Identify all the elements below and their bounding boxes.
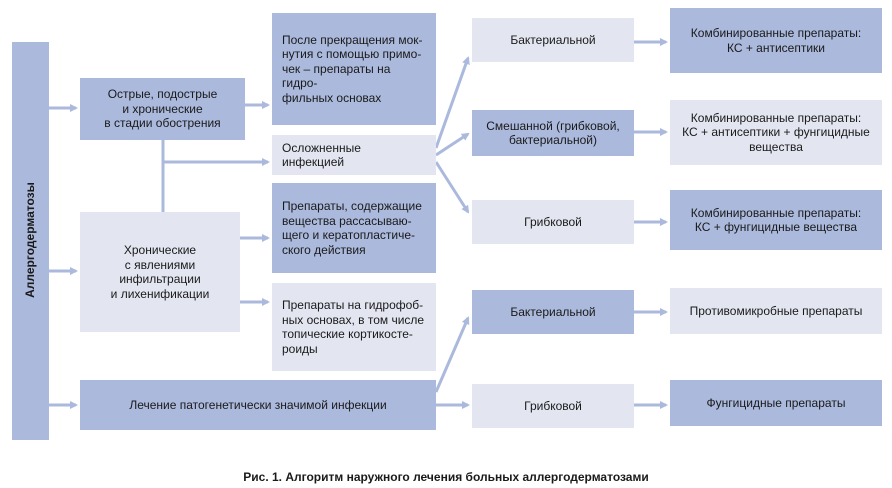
arrow-infected-fungal: [434, 161, 470, 214]
box-combo-1: Комбинированные препараты: КС + антисепт…: [670, 8, 882, 73]
box-mixed: Смешанной (грибковой, бактериальной): [472, 110, 634, 156]
box-pathogen: Лечение патогенетически значимой инфекци…: [80, 380, 436, 430]
sidebar-bar: [12, 42, 49, 440]
box-resorbing: Препараты, содержащие вещества рассасыва…: [272, 183, 436, 273]
box-combo-3: Комбинированные препараты: КС + фунгицид…: [670, 190, 882, 250]
box-chronic: Хронические с явлениями инфильтрации и л…: [80, 212, 240, 332]
box-antimicrobial: Противомикробные препараты: [670, 288, 882, 334]
arrow-pathogen-bacterial: [434, 316, 470, 393]
arrow-infected-bacterial: [434, 56, 470, 149]
box-combo-2: Комбинированные препараты: КС + антисепт…: [670, 100, 882, 165]
box-fungicidal: Фунгицидные препараты: [670, 380, 882, 426]
box-acute: Острые, подострые и хронические в стадии…: [80, 78, 245, 140]
box-fungal-1: Грибковой: [472, 200, 634, 244]
box-infected: Осложненные инфекцией: [272, 135, 436, 175]
box-fungal-2: Грибковой: [472, 384, 634, 428]
box-after-wash: После прекращения мок- нутия с помощью п…: [272, 13, 436, 125]
box-bacterial-2: Бактериальной: [472, 290, 634, 334]
sidebar-title: Аллергодерматозы: [23, 182, 37, 298]
arrow-infected-mixed: [435, 132, 470, 157]
box-hydrophobic: Препараты на гидрофоб- ных основах, в то…: [272, 283, 436, 371]
figure-caption: Рис. 1. Алгоритм наружного лечения больн…: [243, 470, 649, 484]
box-bacterial-1: Бактериальной: [472, 18, 634, 62]
